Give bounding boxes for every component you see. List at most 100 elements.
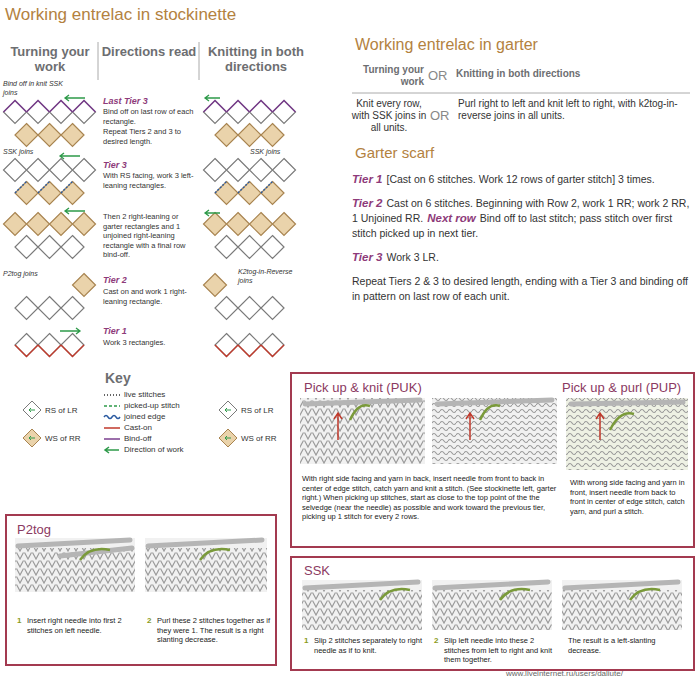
rectangle-diamond	[27, 213, 50, 236]
rectangle-diamond	[50, 159, 73, 182]
column-header: Directions read	[100, 44, 198, 59]
legend-text: WS of RR	[45, 434, 81, 443]
separator	[98, 42, 99, 80]
direction-arrow	[65, 208, 85, 214]
direction-sample	[29, 436, 35, 440]
bind-off-edge	[273, 101, 296, 113]
tier-label: Tier 2	[352, 197, 382, 209]
rectangle-diamond	[227, 101, 250, 124]
join-note: K2tog-in-Reverse joins	[238, 268, 303, 285]
instruction-text: Slip left needle into these 2 stitches f…	[444, 636, 556, 665]
column-header: Knitting in both directions	[200, 44, 312, 74]
arrow	[596, 413, 604, 440]
pattern-text: [Cast on 6 stitches. Work 12 rows of gar…	[386, 173, 654, 185]
or-label: OR	[428, 68, 452, 83]
legend-text: RS of LR	[45, 406, 77, 415]
box-title: P2tog	[17, 522, 117, 537]
rectangle-diamond	[250, 159, 273, 182]
rectangle-diamond	[61, 236, 84, 259]
needle	[571, 402, 683, 404]
legend-swatch	[103, 391, 121, 399]
legend-item: RS of LR	[218, 400, 273, 420]
direction-arrow	[60, 153, 80, 159]
rectangle-diamond	[204, 101, 227, 124]
legend-swatch	[103, 424, 121, 432]
rectangle-diamond	[261, 334, 284, 357]
legend-swatch	[218, 400, 238, 420]
legend-text: Cast-on	[124, 423, 152, 432]
direction-arrow	[205, 95, 220, 101]
needle	[18, 540, 130, 546]
tier-label: Tier 3	[103, 160, 197, 170]
legend-swatch	[103, 413, 121, 421]
rectangle-diamond	[73, 159, 96, 182]
table-rule	[352, 93, 690, 94]
legend-swatch	[103, 402, 121, 410]
box-title: SSK	[304, 563, 404, 578]
table-header: Knitting in both directions	[456, 68, 676, 80]
box-title: Pick up & knit (PUK)	[304, 380, 524, 395]
direction-arrow	[65, 95, 85, 101]
pattern-paragraph: Repeat Tiers 2 & 3 to desired length, en…	[352, 274, 695, 304]
entrelac-diagrams	[4, 95, 296, 357]
join-note: Bind off in knit SSK joins	[3, 80, 73, 97]
pattern-paragraph: Tier 1 [Cast on 6 stitches. Work 12 rows …	[352, 172, 695, 187]
cast-on-edge	[261, 345, 284, 357]
technique-box: SSK1Slip 2 stitches separately to right …	[290, 556, 695, 671]
red-arrows	[334, 413, 604, 440]
tier-label: Next row	[427, 212, 476, 224]
table-header: Turning your work	[350, 64, 424, 88]
legend-text: picked-up stitch	[124, 401, 180, 410]
diamond-sample	[219, 401, 237, 419]
legend-swatch	[22, 428, 42, 448]
bind-off-edge	[50, 101, 73, 113]
section-title: Garter scarf	[355, 144, 555, 161]
separator	[199, 42, 200, 80]
bind-off-edge	[73, 101, 96, 113]
cast-on-edge	[38, 345, 61, 357]
instruction-text: Insert right needle into first 2 stitche…	[27, 616, 137, 635]
legend-text: Direction of work	[124, 445, 184, 454]
joined-edge	[238, 182, 250, 194]
direction-text: With RS facing, work 3 left-leaning rect…	[103, 171, 197, 190]
cast-on-edge	[15, 345, 38, 357]
tier-label: Last Tier 3	[103, 96, 197, 106]
instruction-text: With wrong side facing and yarn in front…	[570, 478, 688, 516]
diamond-sample	[23, 429, 41, 447]
instruction-text: Slip 2 stitches separately to right need…	[314, 636, 422, 655]
legend-text: RS of LR	[241, 406, 273, 415]
yarn-strand	[610, 413, 634, 430]
legend-item: WS of RR	[218, 428, 277, 448]
line-sample	[104, 394, 120, 396]
yarn-strand	[350, 405, 370, 420]
tier-label: Tier 1	[103, 326, 197, 336]
step-number: 1	[17, 616, 27, 626]
tier-label: Tier 1	[352, 173, 382, 185]
direction-text: Repeat Tiers 2 and 3 to desired length.	[103, 127, 197, 146]
line-sample	[104, 405, 120, 407]
rectangle-diamond	[73, 274, 96, 297]
instruction-text: Purl these 2 stitches together as if the…	[157, 616, 272, 645]
instruction-text: With right side facing and yarn in back,…	[302, 474, 564, 522]
yarn-strand	[200, 549, 230, 560]
instruction-text: The result is a left-slanting decrease.	[568, 636, 686, 655]
stockinette-swatch	[15, 548, 135, 592]
cast-on-edge	[61, 345, 84, 357]
needle	[565, 582, 678, 588]
box-title: Pick up & purl (PUP)	[562, 380, 692, 395]
rectangle-diamond	[261, 182, 284, 205]
yarn-strand	[380, 589, 410, 600]
diamond-sample	[23, 401, 41, 419]
stockinette-swatch	[432, 590, 552, 630]
diamond-sample	[219, 429, 237, 447]
step-number: 2	[434, 636, 444, 646]
rectangle-diamond	[50, 101, 73, 124]
rectangle-diamond	[273, 213, 296, 236]
joined-edge	[261, 182, 273, 194]
legend-swatch	[22, 400, 42, 420]
rectangle-diamond	[38, 124, 61, 147]
stockinette-swatch	[300, 398, 425, 464]
join-note: P2tog joins	[3, 270, 63, 279]
legend-swatch	[218, 428, 238, 448]
swatch	[562, 580, 682, 630]
